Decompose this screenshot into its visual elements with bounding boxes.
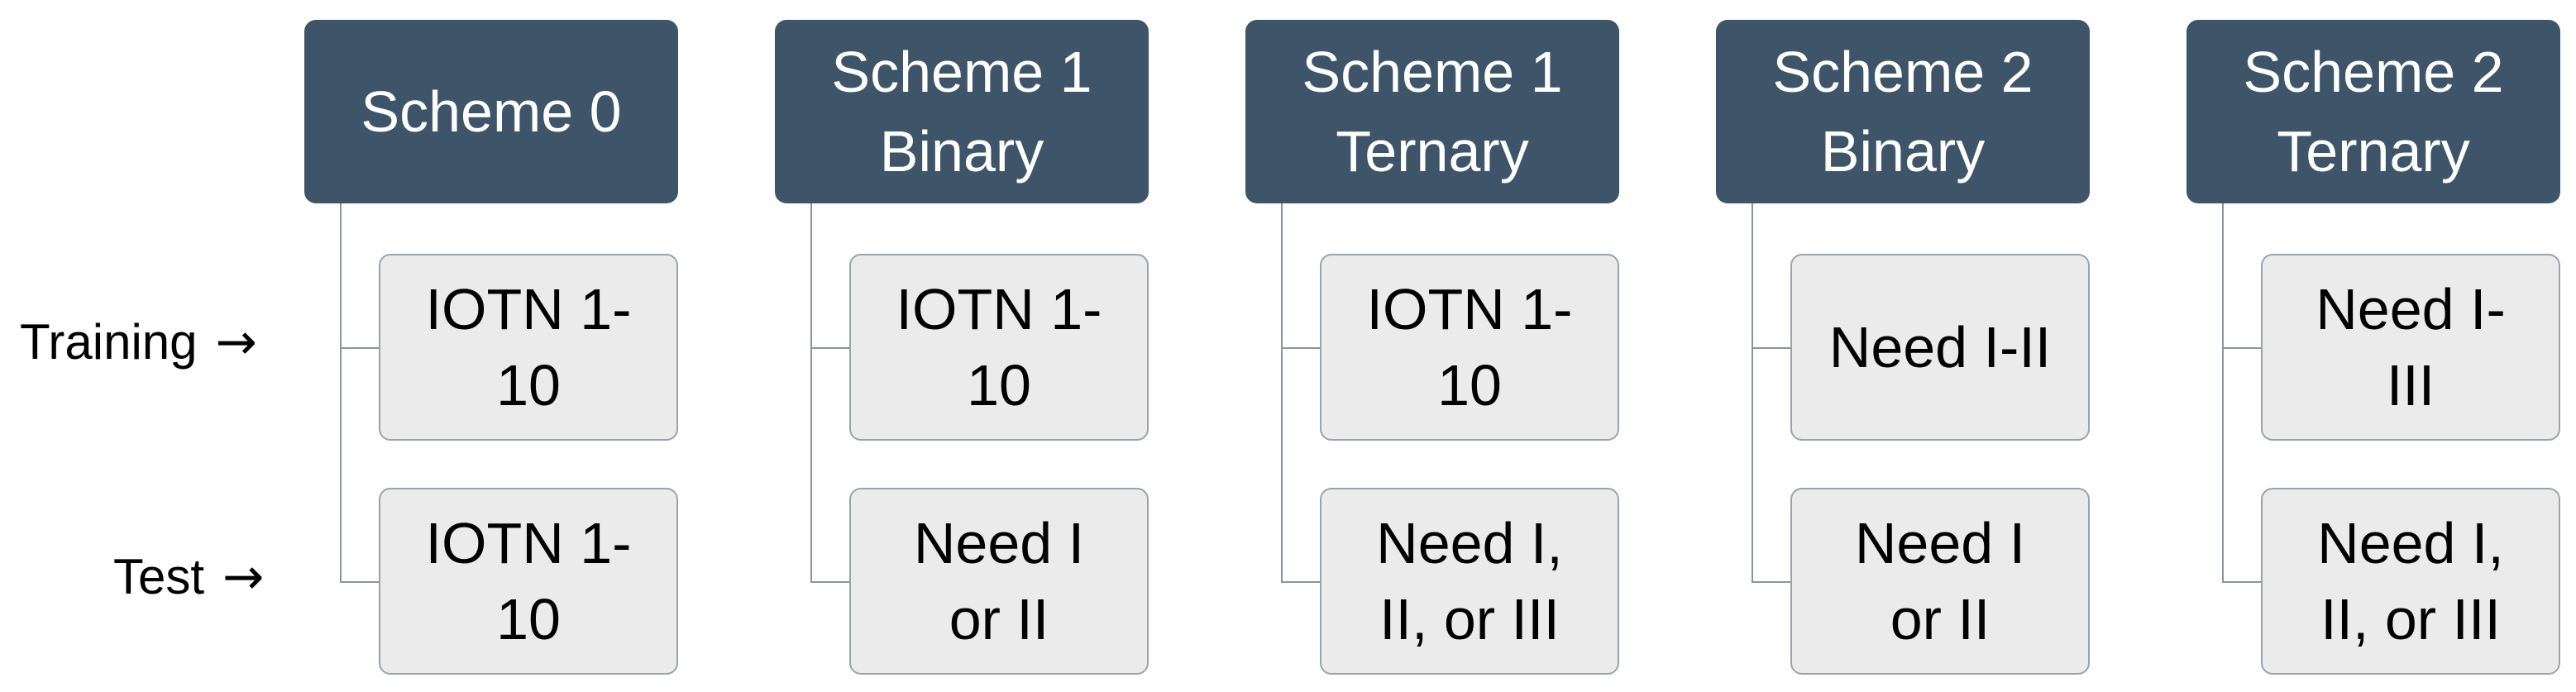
row-label-training: Training → <box>20 313 284 371</box>
tree-branch-test <box>810 581 850 583</box>
scheme-2-binary-column: Scheme 2 Binary Need I-II Need I or II <box>1716 0 2096 692</box>
tree-branch-test <box>1752 581 1791 583</box>
box-text-line: IOTN 1- <box>1366 277 1573 341</box>
training-box: IOTN 1- 10 <box>849 254 1149 441</box>
tree-branch-test <box>2222 581 2262 583</box>
training-box: Need I- III <box>2261 254 2560 441</box>
scheme-title-line: Ternary <box>2277 119 2470 184</box>
box-text-line: 10 <box>967 353 1031 418</box>
tree-connector <box>340 203 342 582</box>
tree-branch-test <box>340 581 380 583</box>
box-text-line: IOTN 1- <box>896 277 1102 341</box>
row-label-test: Test → <box>113 548 378 606</box>
scheme-title-line: Ternary <box>1336 119 1529 184</box>
scheme-1-binary-column: Scheme 1 Binary IOTN 1- 10 Need I or II <box>775 0 1155 692</box>
test-label: Test <box>113 549 205 604</box>
box-text-line: 10 <box>496 587 561 651</box>
box-text-line: IOTN 1- <box>425 511 632 575</box>
scheme-title-line: Scheme 1 <box>1302 40 1563 104</box>
box-text-line: IOTN 1- <box>425 277 632 341</box>
scheme-header: Scheme 1 Ternary <box>1245 20 1619 203</box>
test-box: Need I, II, or III <box>2261 488 2560 675</box>
box-text-line: or II <box>949 587 1049 651</box>
training-box: IOTN 1- 10 <box>1320 254 1619 441</box>
tree-connector <box>2222 203 2224 582</box>
tree-branch-training <box>810 347 850 349</box>
box-text-line: Need I, <box>1376 511 1563 575</box>
training-box: IOTN 1- 10 <box>379 254 678 441</box>
box-text-line: Need I <box>913 511 1085 575</box>
tree-branch-training <box>1752 347 1791 349</box>
tree-connector <box>1281 203 1283 582</box>
scheme-1-ternary-column: Scheme 1 Ternary IOTN 1- 10 Need I, II, … <box>1245 0 1626 692</box>
box-text-line: III <box>2386 353 2435 418</box>
box-text-line: II, or III <box>2320 587 2501 651</box>
test-box: Need I, II, or III <box>1320 488 1619 675</box>
test-box: Need I or II <box>849 488 1149 675</box>
tree-branch-training <box>340 347 380 349</box>
tree-connector <box>810 203 812 582</box>
test-box: Need I or II <box>1790 488 2090 675</box>
tree-branch-training <box>1281 347 1321 349</box>
training-label: Training <box>20 314 198 370</box>
test-box: IOTN 1- 10 <box>379 488 678 675</box>
training-box: Need I-II <box>1790 254 2090 441</box>
scheme-title-line: Binary <box>1820 119 1986 184</box>
right-arrow-icon: → <box>215 313 257 371</box>
box-text-line: II, or III <box>1379 587 1560 651</box>
tree-branch-test <box>1281 581 1321 583</box>
scheme-title-line: Scheme 0 <box>361 79 622 144</box>
scheme-title-line: Scheme 2 <box>1772 40 2034 104</box>
scheme-2-ternary-column: Scheme 2 Ternary Need I- III Need I, II,… <box>2186 0 2567 692</box>
box-text-line: 10 <box>496 353 561 418</box>
scheme-title-line: Scheme 2 <box>2243 40 2504 104</box>
scheme-header: Scheme 0 <box>304 20 678 203</box>
scheme-header: Scheme 1 Binary <box>775 20 1149 203</box>
scheme-title-line: Binary <box>879 119 1044 184</box>
box-text-line: Need I- <box>2316 277 2506 341</box>
box-text-line: Need I, <box>2317 511 2504 575</box>
scheme-header: Scheme 2 Binary <box>1716 20 2090 203</box>
right-arrow-icon: → <box>222 548 265 606</box>
scheme-title-line: Scheme 1 <box>831 40 1092 104</box>
box-text-line: Need I-II <box>1828 315 2052 379</box>
box-text-line: Need I <box>1854 511 2026 575</box>
tree-branch-training <box>2222 347 2262 349</box>
tree-connector <box>1752 203 1753 582</box>
box-text-line: or II <box>1890 587 1991 651</box>
scheme-header: Scheme 2 Ternary <box>2186 20 2560 203</box>
scheme-0-column: Scheme 0 IOTN 1- 10 IOTN 1- 10 <box>304 0 685 692</box>
box-text-line: 10 <box>1437 353 1502 418</box>
